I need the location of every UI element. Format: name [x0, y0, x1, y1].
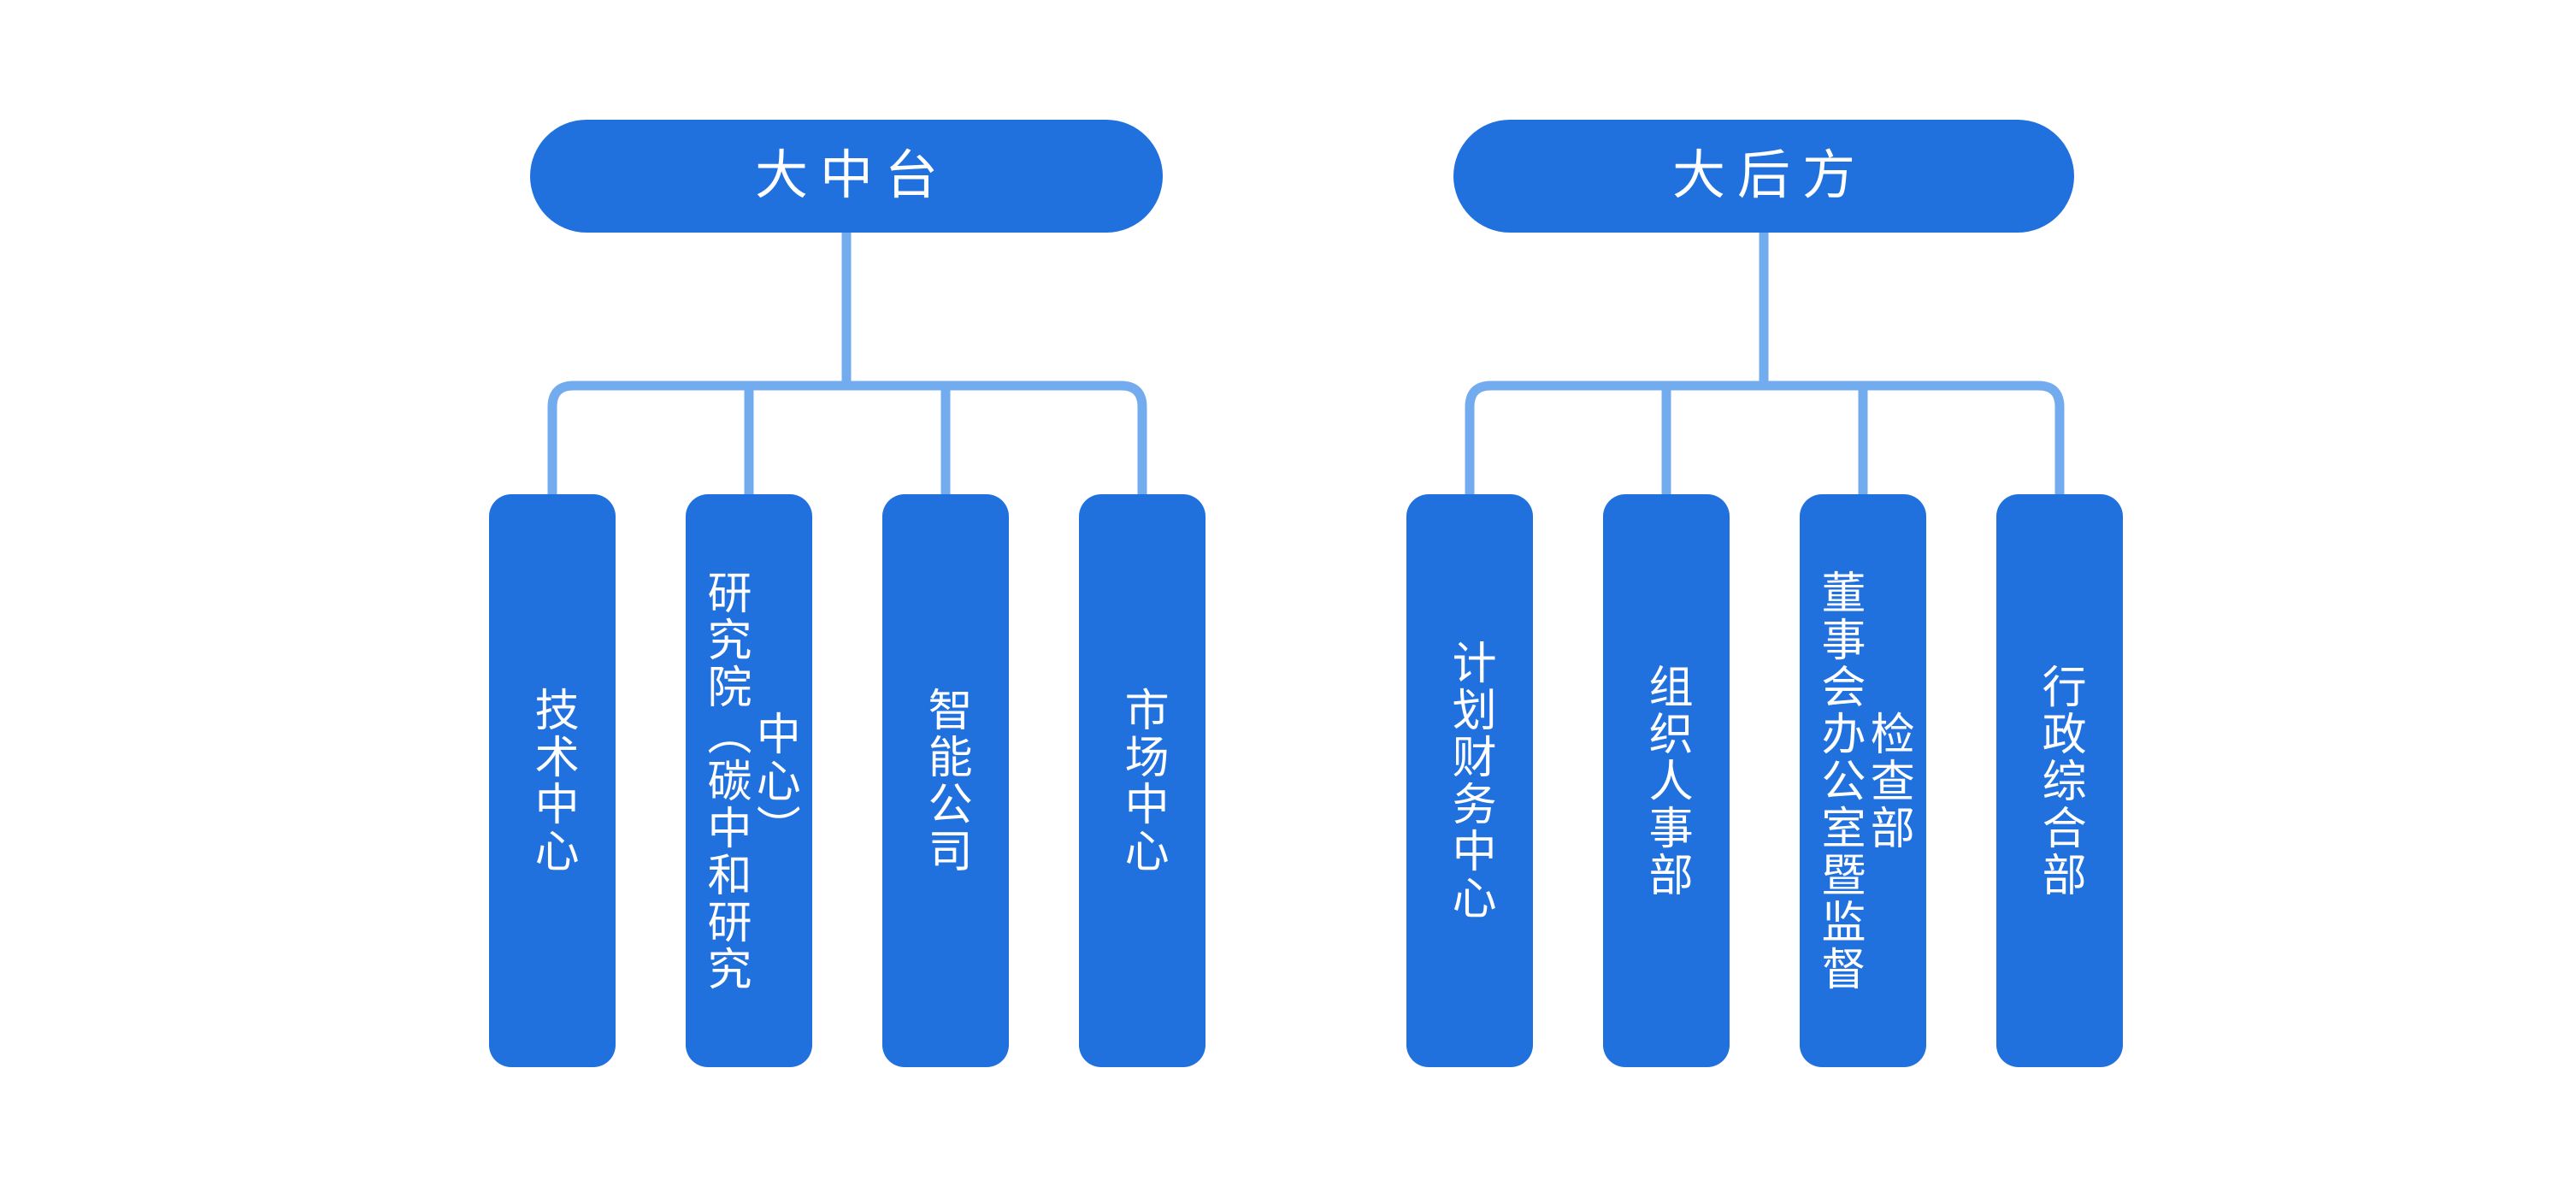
node-label: 研究院（碳中和研究中心） — [700, 569, 799, 993]
node-zhineng-gongsi[interactable]: 智能公司 — [882, 494, 1009, 1067]
node-dongshihui-bangongshi[interactable]: 董事会办公室暨监督检查部 — [1800, 494, 1926, 1067]
node-label: 计划财务中心 — [1445, 640, 1495, 922]
connector-bus-group-1 — [547, 381, 1147, 494]
node-yanjiuyuan[interactable]: 研究院（碳中和研究中心） — [686, 494, 812, 1067]
node-jishu-zhongxin[interactable]: 技术中心 — [489, 494, 616, 1067]
node-label: 行政综合部 — [2035, 663, 2085, 899]
node-label: 董事会办公室暨监督检查部 — [1814, 569, 1913, 993]
node-label: 市场中心 — [1117, 687, 1168, 875]
group-header-houfang[interactable]: 大后方 — [1453, 120, 2074, 233]
group-header-zhongtai[interactable]: 大中台 — [530, 120, 1163, 233]
node-label: 组织人事部 — [1642, 663, 1692, 899]
node-label: 技术中心 — [528, 687, 578, 875]
node-label: 智能公司 — [921, 687, 971, 875]
connector-bus-group-2 — [1465, 381, 2065, 494]
node-zuzhi-renshi-bu[interactable]: 组织人事部 — [1603, 494, 1730, 1067]
node-xingzheng-zonghe-bu[interactable]: 行政综合部 — [1996, 494, 2123, 1067]
node-jihua-caiwu-zhongxin[interactable]: 计划财务中心 — [1406, 494, 1533, 1067]
node-shichang-zhongxin[interactable]: 市场中心 — [1079, 494, 1205, 1067]
